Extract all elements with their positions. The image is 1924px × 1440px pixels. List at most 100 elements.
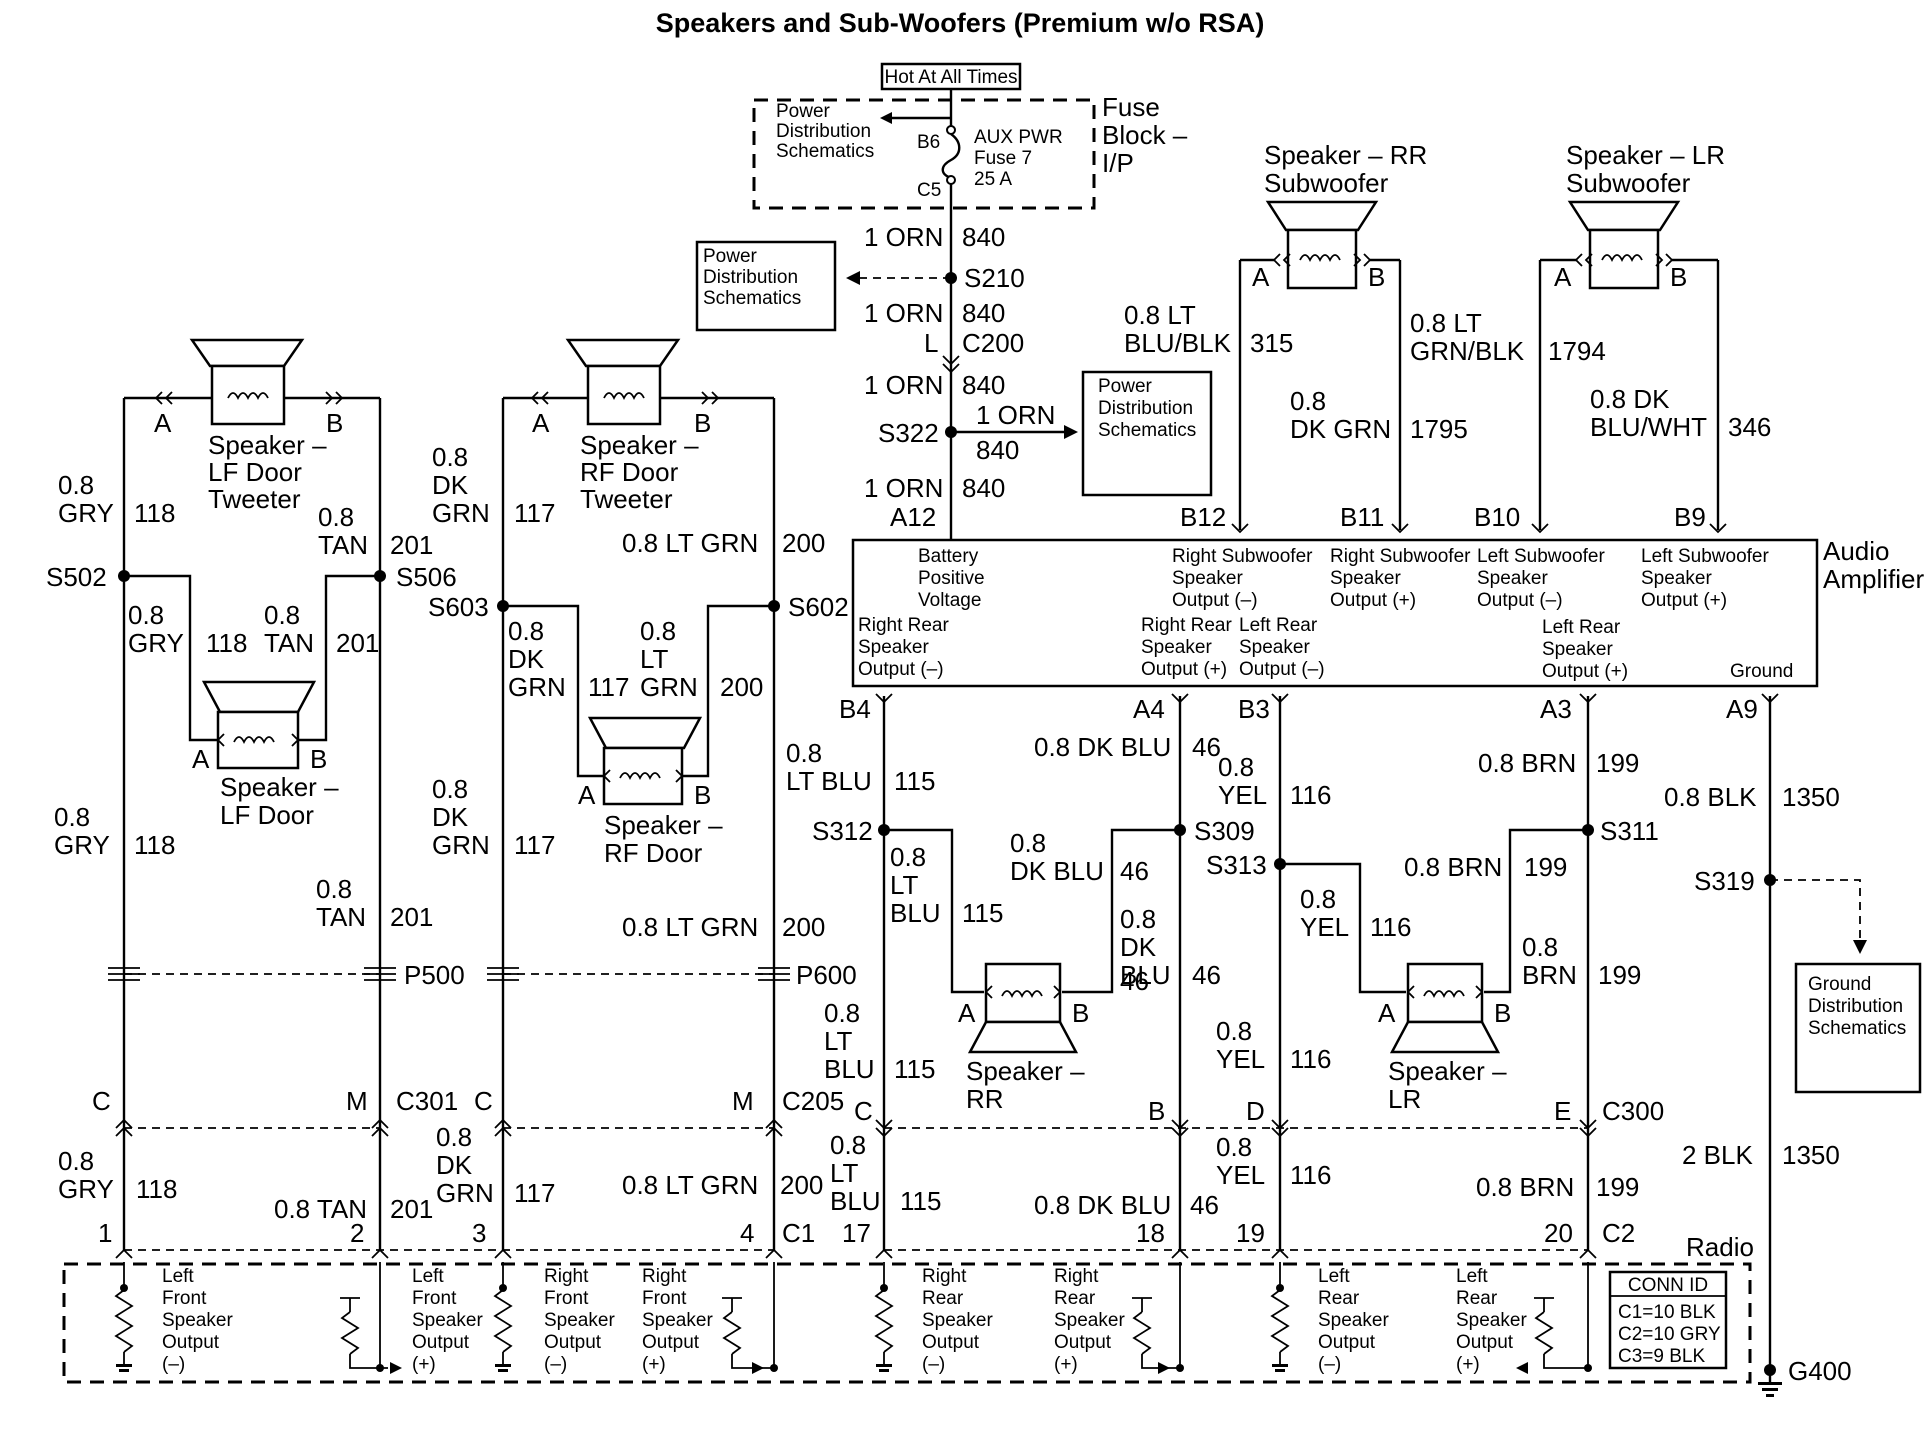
conn-id-label: CONN ID: [1628, 1275, 1708, 1296]
splice-s312-label: S312: [812, 816, 873, 846]
amp-pin-b11: B11: [1340, 502, 1384, 532]
diagram-title: Speakers and Sub-Woofers (Premium w/o RS…: [656, 8, 1265, 38]
lr-speaker: A B Speaker –LR: [1378, 962, 1511, 1114]
lf-tweeter-pin-b: B: [326, 408, 343, 438]
c1-pin-3: 3: [472, 1218, 486, 1248]
splice-s210-label: S210: [964, 263, 1025, 293]
c2-pin-17: 17: [842, 1218, 871, 1248]
connector-c2-label: C2: [1602, 1218, 1635, 1248]
connector-c205-label: C205: [782, 1086, 844, 1116]
splice-s322-label: S322: [878, 418, 939, 448]
rf-tweeter-pin-a: A: [532, 408, 550, 438]
rf-tweeter-pin-b: B: [694, 408, 711, 438]
splice-s506-label: S506: [396, 562, 457, 592]
lr-speaker-pin-a: A: [1378, 998, 1396, 1028]
rr-speaker-pin-a: A: [958, 998, 976, 1028]
connector-row-c1-c2: 1 2 3 4 C1 17 18 19 20 C2: [98, 1218, 1635, 1259]
splice-s319-label: S319: [1694, 866, 1755, 896]
radio-output-arrows: [376, 1362, 1592, 1374]
amp-pin-a4: A4: [1133, 694, 1165, 724]
fuse-pin-b6: B6: [917, 132, 940, 153]
splice-s313-label: S313: [1206, 850, 1267, 880]
amp-term-ground: Ground: [1730, 661, 1793, 682]
splice-s602-label: S602: [788, 592, 849, 622]
ground-g400-label: G400: [1788, 1356, 1852, 1386]
rf-door-label: Speaker –RF Door: [604, 810, 723, 868]
wire-46-label-d: 46: [1120, 966, 1149, 996]
connector-p600-label: P600: [796, 960, 857, 990]
splice-s311-label: S311: [1600, 816, 1659, 846]
lf-door-pin-b: B: [310, 744, 327, 774]
c2-pin-20: 20: [1544, 1218, 1573, 1248]
c2-pin-18: 18: [1136, 1218, 1165, 1248]
connector-row-c301-c205-c300: C M C301 C M C205 C B D E C300: [92, 1086, 1664, 1138]
amp-pin-a12: A12: [890, 502, 936, 532]
radio-label: Radio: [1686, 1232, 1754, 1262]
lf-door-label: Speaker –LF Door: [220, 772, 339, 830]
c2-pin-19: 19: [1236, 1218, 1265, 1248]
c1-pin-2: 2: [350, 1218, 364, 1248]
pds-box-mid: [1081, 370, 1213, 497]
hot-at-all-times-label: Hot At All Times: [884, 67, 1017, 88]
lr-speaker-label: Speaker –LR: [1388, 1056, 1507, 1114]
c1-pin-1: 1: [98, 1218, 112, 1248]
rf-door-speaker: A B Speaker –RF Door: [578, 716, 723, 868]
connector-c301-label: C301: [396, 1086, 458, 1116]
subwoofer-rr-pin-a: A: [1252, 262, 1270, 292]
connector-c300-label: C300: [1602, 1096, 1664, 1126]
ground-g400: G400: [1758, 1356, 1852, 1397]
amp-pin-b3: B3: [1238, 694, 1270, 724]
